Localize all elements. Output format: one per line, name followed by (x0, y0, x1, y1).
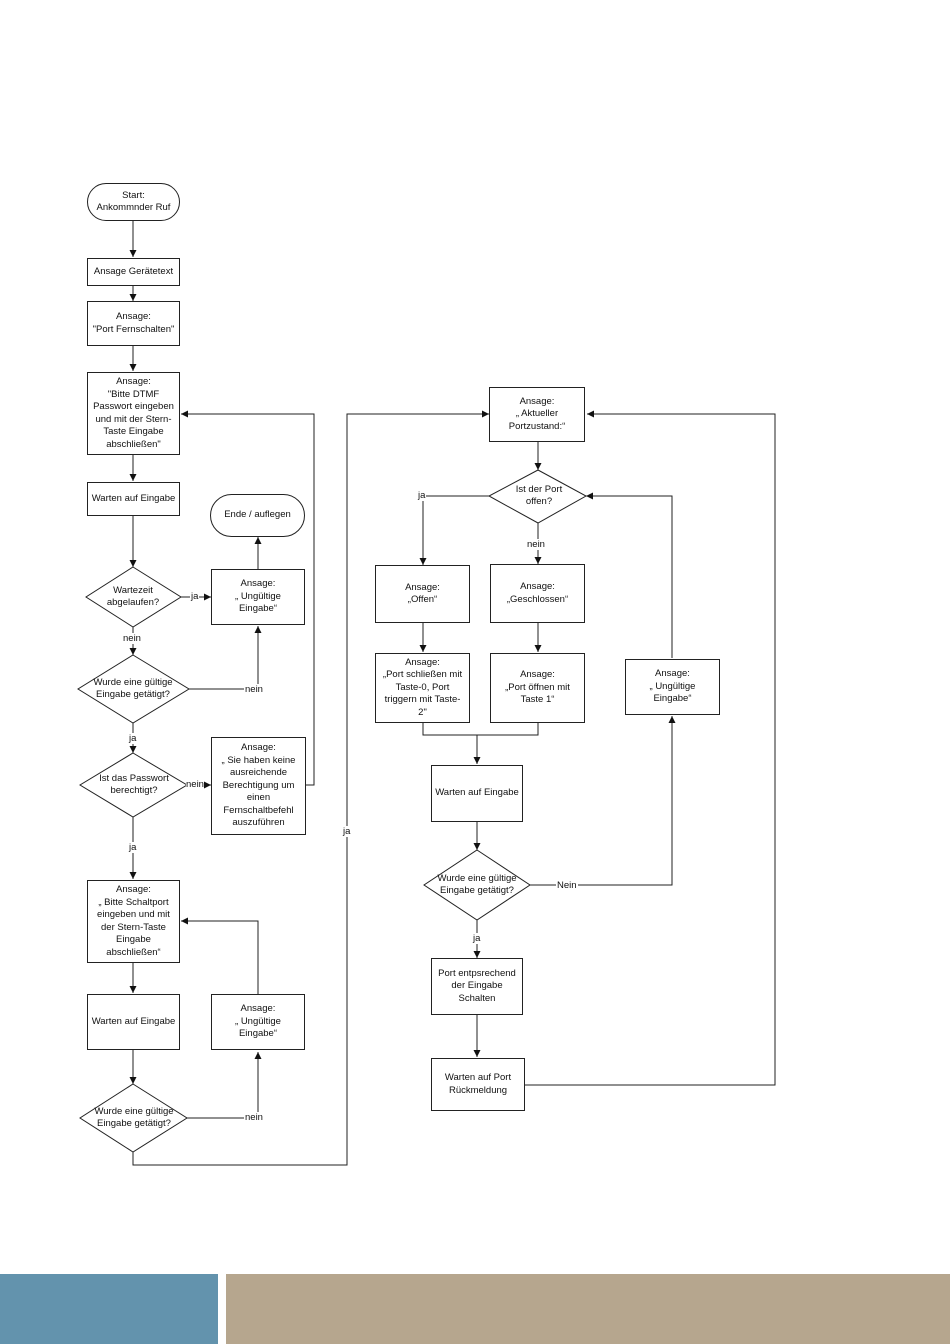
label-ja-passwort: ja (128, 842, 138, 853)
decision-gueltig3: Wurde eine gültige Eingabe getätigt? (437, 872, 517, 897)
rueckmeldung-box: Warten auf Port Rückmeldung (431, 1058, 525, 1111)
schaltport-box: Ansage: „ Bitte Schaltport eingeben und … (87, 880, 180, 963)
decision-passwort-shape (79, 752, 188, 818)
ansage-geraetetext-box: Ansage Gerätetext (87, 258, 180, 286)
footer-band-blue (0, 1274, 218, 1344)
label-ja-gueltig3: ja (472, 933, 482, 944)
edge-gueltig1-ungueltig1 (189, 626, 262, 690)
warten3-box: Warten auf Eingabe (431, 765, 523, 822)
label-nein-passwort: nein (186, 779, 204, 790)
start-node: Start: Ankommnder Ruf (87, 183, 180, 221)
label-nein-gueltig3: Nein (556, 880, 578, 891)
ungueltig2-box: Ansage: „ Ungültige Eingabe“ (211, 994, 305, 1050)
warten2-box: Warten auf Eingabe (87, 994, 180, 1050)
edge-gueltig2-portzustand (132, 410, 489, 1166)
decision-passwort: Ist das Passwort berechtigt? (99, 772, 169, 797)
ende-node: Ende / auflegen (210, 494, 305, 537)
offen-box: Ansage: „Offen“ (375, 565, 470, 623)
decision-gueltig3-shape (423, 849, 531, 921)
ungueltig1-box: Ansage: „ Ungültige Eingabe“ (211, 569, 305, 625)
label-ja-gueltig2: ja (342, 826, 352, 837)
edge-gueltig2-ungueltig2 (187, 1052, 262, 1119)
edge-ungueltig3-portoffen (586, 492, 673, 658)
decision-wartezeit-shape (85, 566, 182, 628)
label-nein-portoffen: nein (526, 539, 546, 550)
edge-portoffen-offen (419, 495, 489, 565)
portzustand-box: Ansage: „ Aktueller Portzustand:“ (489, 387, 585, 442)
label-nein-gueltig1: nein (244, 684, 264, 695)
edge-gueltig3-ungueltig3 (530, 716, 676, 886)
edge-portschliessen-merge (422, 723, 539, 736)
decision-gueltig1: Wurde eine gültige Eingabe getätigt? (93, 676, 173, 701)
decision-gueltig1-shape (77, 654, 190, 724)
label-nein-gueltig2: nein (244, 1112, 264, 1123)
decision-gueltig2-shape (79, 1083, 188, 1153)
label-ja-wartezeit: ja (190, 591, 200, 602)
decision-gueltig2: Wurde eine gültige Eingabe getätigt? (94, 1105, 174, 1130)
decision-portoffen-shape (487, 469, 588, 524)
port-schliessen-box: Ansage: „Port schließen mit Taste-0, Por… (375, 653, 470, 723)
decision-portoffen: Ist der Port offen? (515, 483, 563, 508)
ungueltig3-box: Ansage: „ Ungültige Eingabe“ (625, 659, 720, 715)
label-ja-portoffen: ja (417, 490, 427, 501)
footer-band-tan (226, 1274, 950, 1344)
edge-ungueltig2-schaltport (181, 917, 259, 994)
edge-keineberechtigung-dtmf (181, 410, 315, 786)
label-ja-gueltig1: ja (128, 733, 138, 744)
label-nein-wartezeit: nein (122, 633, 142, 644)
keine-berechtigung-box: Ansage: „ Sie haben keine ausreichende B… (211, 737, 306, 835)
port-oeffnen-box: Ansage: „Port öffnen mit Taste 1“ (490, 653, 585, 723)
edge-rueckmeldung-portzustand (525, 410, 776, 1086)
port-schalten-box: Port entpsrechend der Eingabe Schalten (431, 958, 523, 1015)
warten1-box: Warten auf Eingabe (87, 482, 180, 516)
geschlossen-box: Ansage: „Geschlossen“ (490, 564, 585, 623)
ansage-dtmf-box: Ansage: "Bitte DTMF Passwort eingeben un… (87, 372, 180, 455)
decision-wartezeit: Wartezeit abgelaufen? (106, 584, 160, 609)
ansage-fernschalten-box: Ansage: "Port Fernschalten" (87, 301, 180, 346)
